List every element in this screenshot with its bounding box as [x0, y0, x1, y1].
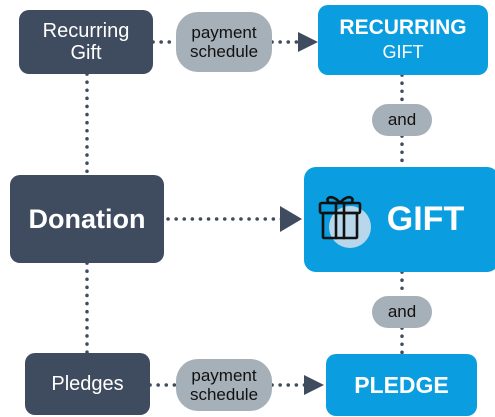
- recurring-gift-line2: Gift: [70, 42, 102, 64]
- gift-icon: [318, 195, 371, 248]
- donation-label: Donation: [28, 203, 146, 234]
- recurring-gift-line1: Recurring: [42, 20, 130, 42]
- bottom-arrow-head: [304, 375, 324, 395]
- donation-node: Donation: [10, 175, 164, 263]
- middle-arrow-head: [280, 206, 302, 232]
- pledge-label: PLEDGE: [354, 371, 449, 398]
- recurring-gift-output-line2: GIFT: [382, 42, 424, 62]
- and-pill-top: and: [372, 104, 432, 136]
- and-top-label: and: [387, 110, 417, 129]
- and-bottom-label: and: [387, 302, 417, 321]
- gift-node: GIFT: [304, 167, 495, 272]
- payment-schedule-bottom-line1: payment: [191, 366, 257, 385]
- pledge-node: PLEDGE: [326, 354, 477, 416]
- pledges-node: Pledges: [25, 353, 150, 415]
- payment-schedule-bottom-line2: schedule: [189, 385, 259, 404]
- pledges-label: Pledges: [51, 372, 124, 395]
- recurring-gift-node: Recurring Gift: [19, 10, 153, 74]
- payment-schedule-top-line2: schedule: [189, 42, 259, 61]
- recurring-gift-output-node: RECURRING GIFT: [318, 5, 488, 75]
- gift-label: GIFT: [386, 200, 465, 238]
- top-arrow-head: [298, 32, 318, 52]
- recurring-gift-output-line1: RECURRING: [339, 16, 467, 39]
- payment-schedule-pill-bottom: payment schedule: [176, 359, 272, 411]
- and-pill-bottom: and: [372, 296, 432, 328]
- payment-schedule-pill-top: payment schedule: [176, 12, 272, 72]
- payment-schedule-top-line1: payment: [191, 23, 257, 42]
